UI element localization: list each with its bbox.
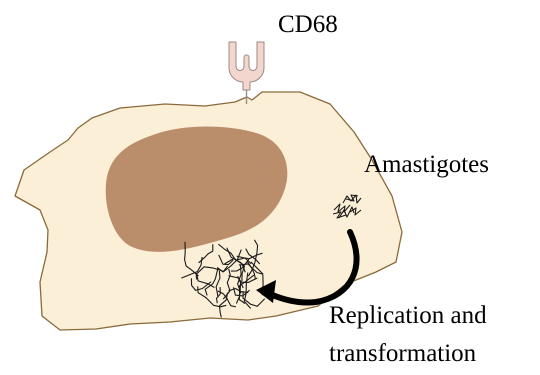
process-label-line1: Replication and [329, 302, 487, 329]
receptor-label: CD68 [278, 11, 338, 38]
process-label-line2: transformation [329, 340, 477, 367]
amastigotes-label: Amastigotes [364, 151, 489, 178]
y-shaped-receptor-icon [229, 42, 264, 90]
